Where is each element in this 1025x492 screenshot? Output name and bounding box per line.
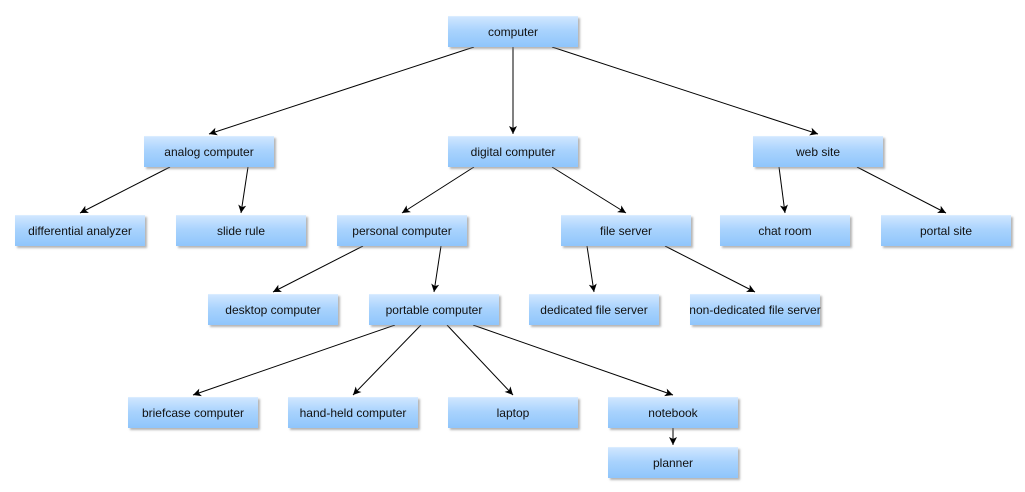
- node-non-dedicated-file-server: non-dedicated file server: [689, 294, 821, 325]
- node-planner: planner: [608, 447, 738, 478]
- edge-web-site-to-chat-room: [778, 166, 788, 214]
- node-slide-rule: slide rule: [176, 215, 306, 246]
- node-differential-analyzer: differential analyzer: [15, 215, 145, 246]
- node-dedicated-file-server: dedicated file server: [529, 294, 659, 325]
- edge-web-site-to-portal-site: [856, 166, 947, 214]
- node-digital-computer: digital computer: [448, 136, 578, 167]
- node-web-site: web site: [753, 136, 883, 167]
- node-portable-computer: portable computer: [369, 294, 499, 325]
- edge-digital-computer-to-personal-computer: [401, 166, 475, 214]
- edge-analog-computer-to-differential-analyzer: [79, 166, 171, 214]
- edge-portable-computer-to-laptop: [446, 324, 514, 396]
- edge-computer-to-web-site: [551, 46, 819, 136]
- edge-digital-computer-to-file-server: [551, 166, 627, 214]
- node-computer: computer: [448, 16, 578, 47]
- node-personal-computer: personal computer: [337, 215, 467, 246]
- node-file-server: file server: [561, 215, 691, 246]
- node-briefcase-computer: briefcase computer: [128, 397, 258, 428]
- edge-file-server-to-non-dedicated-file-server: [664, 245, 756, 293]
- edge-portable-computer-to-hand-held-computer: [352, 324, 422, 396]
- edge-computer-to-analog-computer: [208, 46, 475, 136]
- edge-analog-computer-to-slide-rule: [238, 166, 249, 214]
- edge-portable-computer-to-notebook: [472, 324, 674, 397]
- node-laptop: laptop: [448, 397, 578, 428]
- edge-personal-computer-to-desktop-computer: [272, 245, 364, 293]
- edge-file-server-to-dedicated-file-server: [586, 245, 597, 293]
- node-portal-site: portal site: [881, 215, 1011, 246]
- node-analog-computer: analog computer: [144, 136, 274, 167]
- edge-portable-computer-to-briefcase-computer: [192, 324, 396, 397]
- node-chat-room: chat room: [720, 215, 850, 246]
- edge-personal-computer-to-portable-computer: [431, 245, 442, 293]
- node-hand-held-computer: hand-held computer: [288, 397, 418, 428]
- node-desktop-computer: desktop computer: [208, 294, 338, 325]
- node-notebook: notebook: [608, 397, 738, 428]
